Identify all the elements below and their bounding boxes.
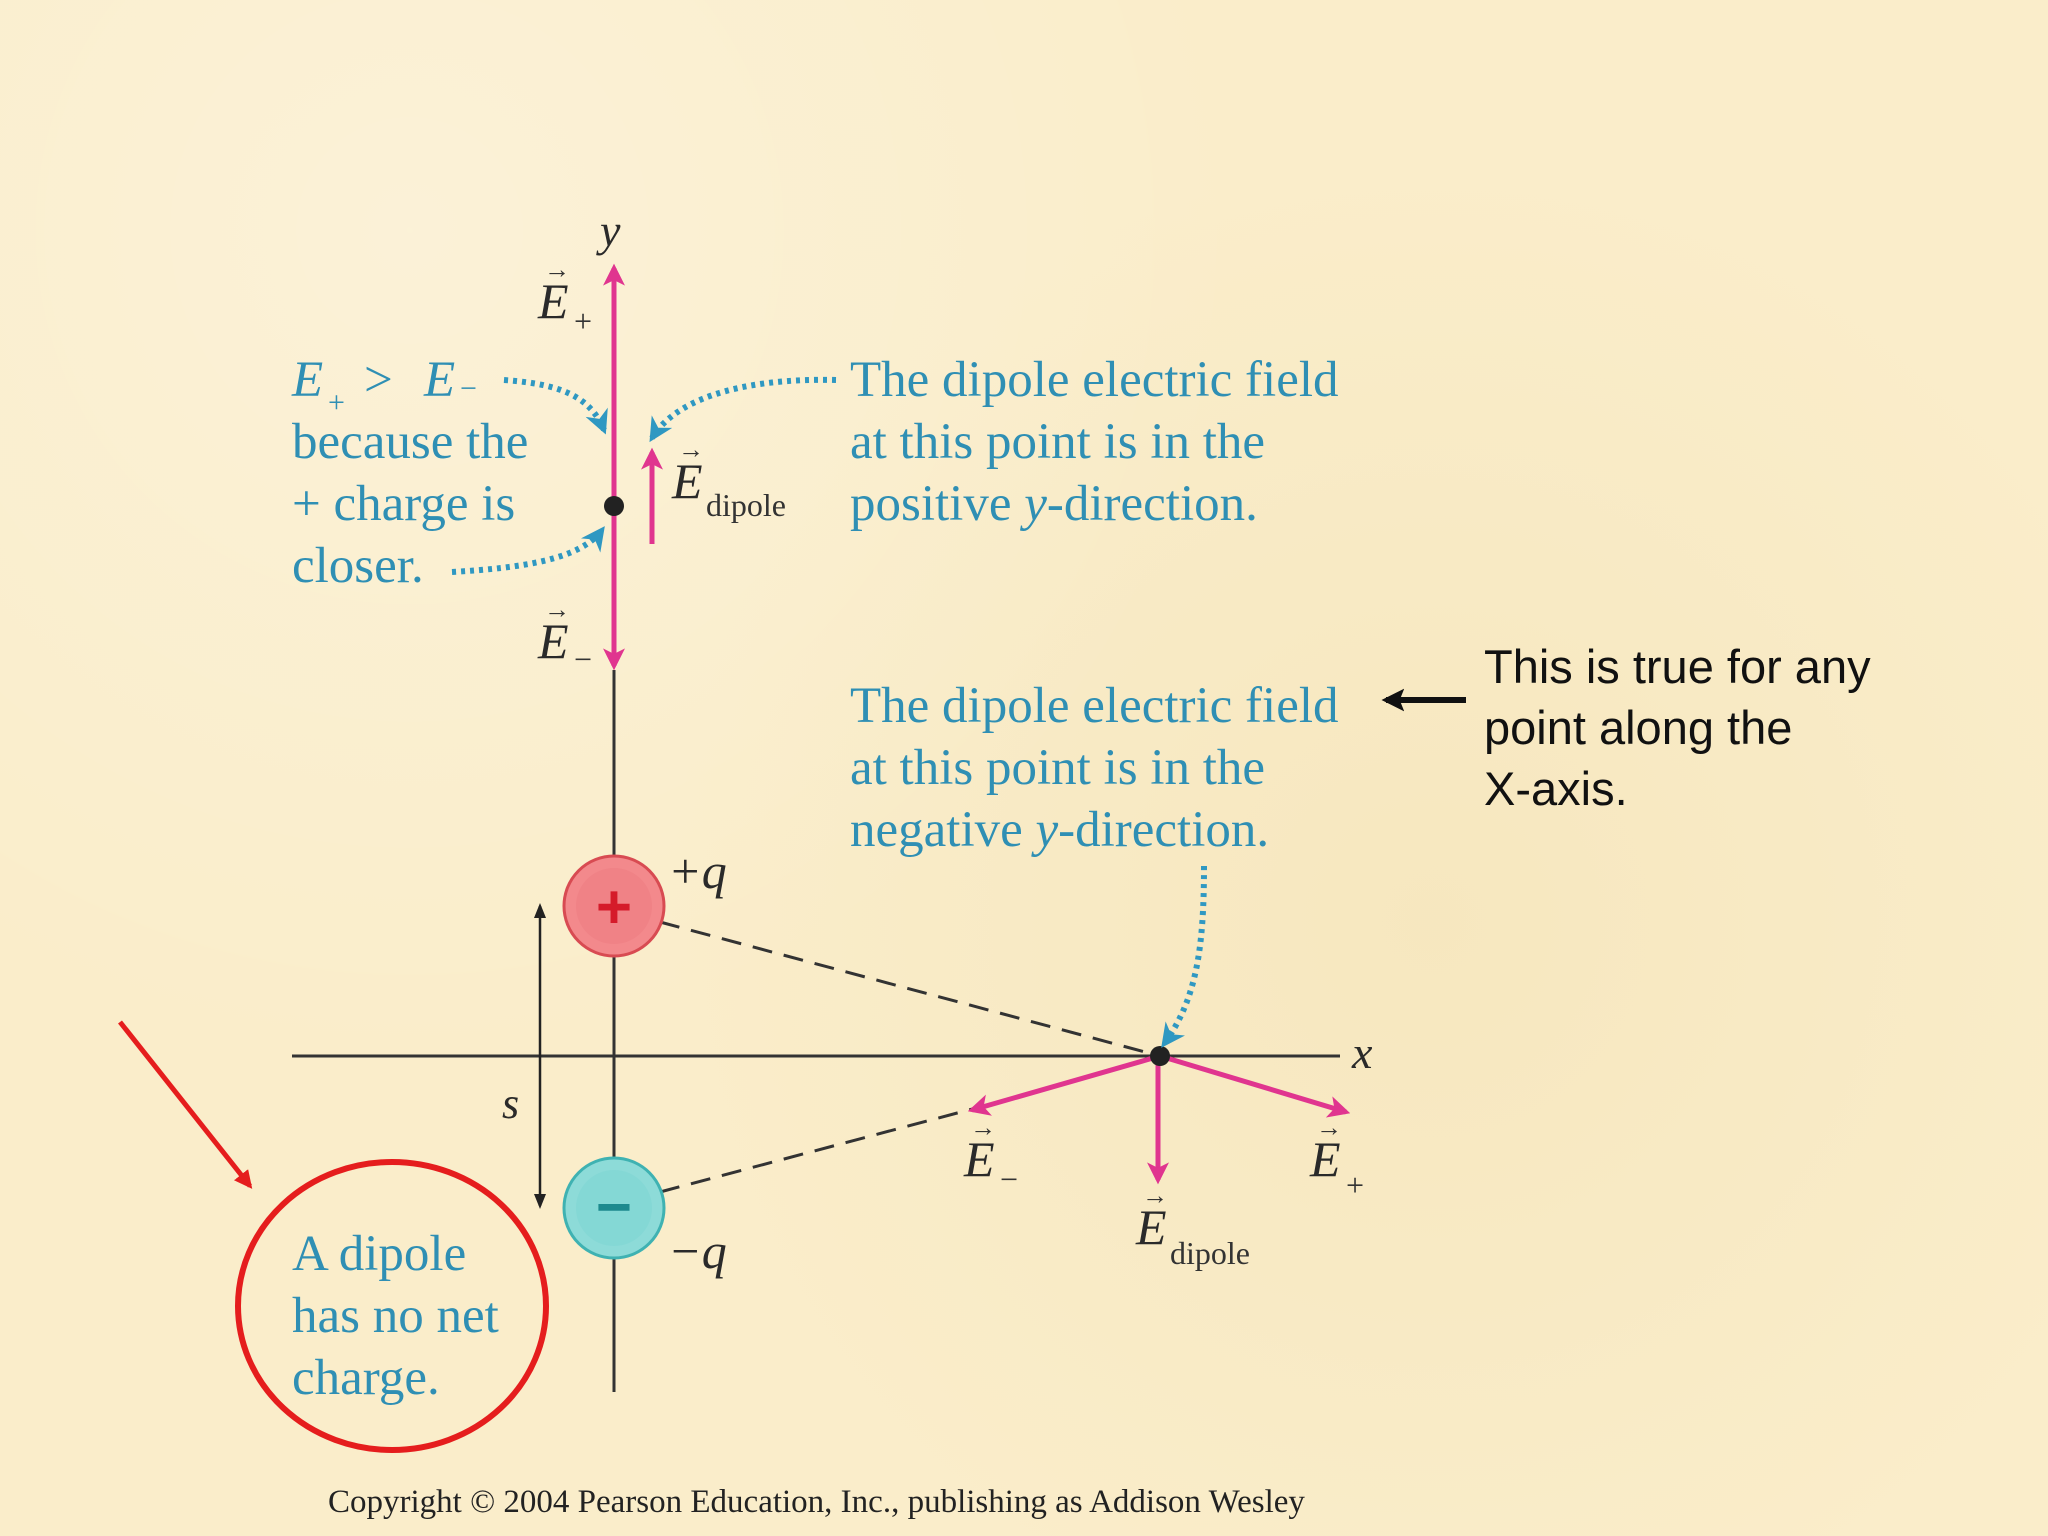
negative-charge: −	[562, 1156, 666, 1260]
top-caption-line-1: The dipole electric field	[850, 352, 1339, 408]
top-e-minus-symbol: E	[537, 613, 569, 669]
top-caption-line-3b: y	[1019, 476, 1047, 532]
bottom-caption-line-3b: y	[1031, 802, 1059, 858]
because-line-3: closer.	[292, 538, 424, 594]
bottom-e-minus-label: E → −	[963, 1113, 1018, 1197]
top-e-dipole-sub: dipole	[706, 487, 786, 523]
bottom-e-dipole-label: E → dipole	[1135, 1181, 1250, 1271]
vector-hat-icon: →	[544, 595, 570, 624]
bottom-e-dipole-symbol: E	[1135, 1199, 1167, 1255]
bottom-e-plus-sub: +	[1346, 1167, 1364, 1203]
top-e-plus-sub: +	[574, 303, 592, 339]
x-axis-label: x	[1351, 1027, 1373, 1078]
separation-label: s	[502, 1079, 519, 1128]
net-charge-line-1: A dipole	[292, 1226, 466, 1282]
top-e-plus-label: E → +	[537, 255, 592, 339]
bottom-e-plus-arrow	[1159, 1053, 1351, 1118]
bottom-caption-line-1: The dipole electric field	[850, 678, 1339, 734]
bottom-caption-line-3c: -direction.	[1058, 802, 1269, 858]
positive-charge-label: +q	[668, 843, 727, 899]
negative-charge-label: −q	[668, 1223, 727, 1279]
side-annotation-line-2: point along the	[1484, 701, 1793, 754]
inequality-e2: E	[423, 352, 455, 408]
bottom-caption-line-3a: negative	[850, 802, 1036, 858]
vector-hat-icon: →	[970, 1113, 996, 1142]
because-line-1: because the	[292, 414, 528, 470]
top-e-dipole-symbol: E	[671, 453, 703, 509]
pointer-arrow-top-caption	[649, 376, 837, 443]
inequality-e1: E	[291, 352, 323, 408]
bottom-field-point	[1150, 1046, 1170, 1066]
vector-hat-icon: →	[1142, 1181, 1168, 1210]
inequality-label: E + > E −	[291, 352, 477, 419]
y-axis-label: y	[596, 205, 621, 256]
negative-charge-symbol: −	[596, 1173, 632, 1242]
vector-hat-icon: →	[678, 435, 704, 464]
bottom-e-plus-label: E → +	[1309, 1113, 1364, 1203]
bottom-e-minus-arrow	[967, 1053, 1161, 1116]
pointer-arrow-bottom-caption	[1161, 865, 1207, 1048]
side-annotation-line-1: This is true for any	[1484, 640, 1871, 693]
inequality-sub1: +	[328, 386, 345, 419]
bottom-e-minus-symbol: E	[963, 1131, 995, 1187]
pointer-arrow-closer	[451, 526, 605, 575]
top-e-dipole-label: E → dipole	[671, 435, 786, 523]
red-pointer-arrow	[118, 1020, 253, 1189]
side-annotation: This is true for any point along the X-a…	[1484, 636, 2004, 819]
top-caption-line-3: positive y-direction.	[850, 476, 1258, 532]
top-e-plus-symbol: E	[537, 273, 569, 329]
vector-hat-icon: →	[544, 255, 570, 284]
dashed-line-negative	[659, 1106, 977, 1194]
top-caption-line-3c: -direction.	[1047, 476, 1258, 532]
net-charge-line-2: has no net	[292, 1288, 499, 1344]
inequality-sub2: −	[460, 372, 477, 405]
bottom-e-plus-symbol: E	[1309, 1131, 1341, 1187]
bottom-e-minus-sub: −	[1000, 1161, 1018, 1197]
top-field-point	[604, 496, 624, 516]
top-e-minus-sub: −	[574, 641, 592, 677]
positive-charge: +	[562, 854, 666, 958]
top-caption-line-2: at this point is in the	[850, 414, 1265, 470]
bottom-caption-line-2: at this point is in the	[850, 740, 1265, 796]
inequality-operator: >	[364, 352, 393, 408]
top-caption-line-3a: positive	[850, 476, 1024, 532]
copyright-text: Copyright © 2004 Pearson Education, Inc.…	[328, 1484, 1305, 1520]
because-line-2: + charge is	[292, 476, 515, 532]
red-highlight-circle	[235, 1159, 549, 1453]
bottom-caption-line-3: negative y-direction.	[850, 802, 1269, 858]
side-annotation-line-3: X-axis.	[1484, 762, 1628, 815]
top-e-minus-label: E → −	[537, 595, 592, 677]
dashed-line-positive	[659, 920, 1161, 1058]
bottom-e-dipole-sub: dipole	[1170, 1235, 1250, 1271]
net-charge-line-3: charge.	[292, 1350, 440, 1406]
vector-hat-icon: →	[1316, 1113, 1342, 1142]
positive-charge-symbol: +	[596, 873, 632, 942]
